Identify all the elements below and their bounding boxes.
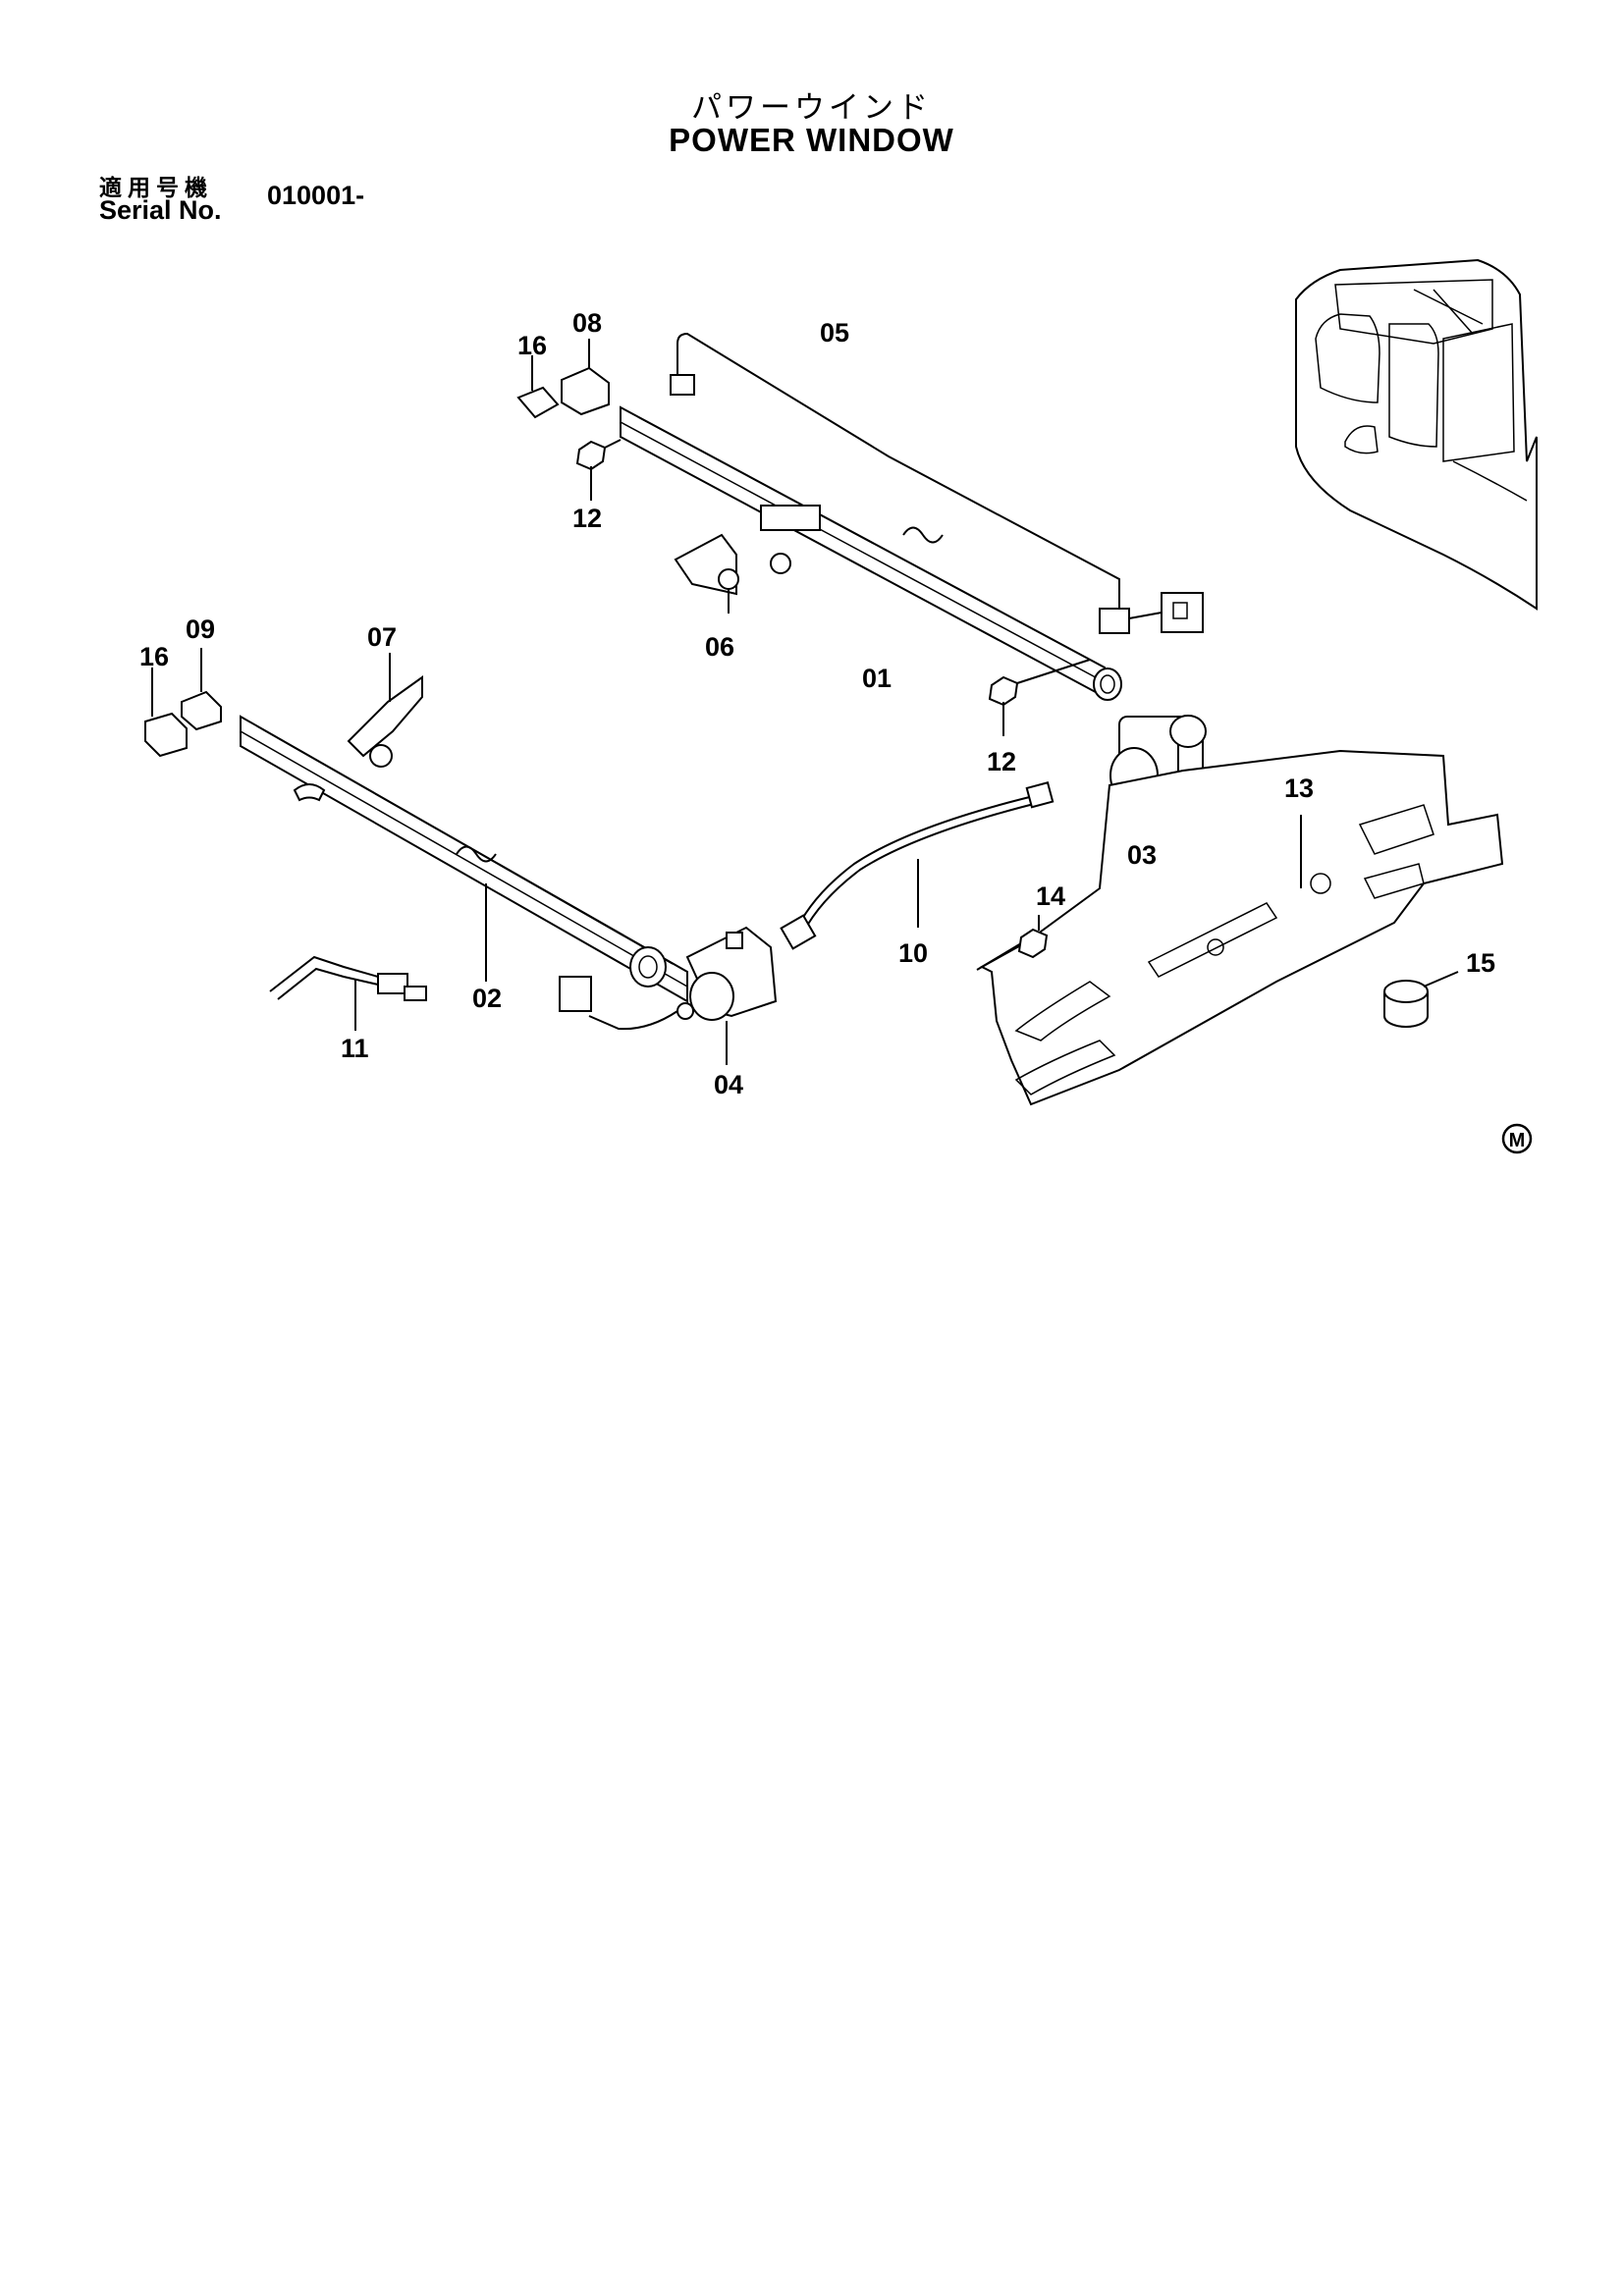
callout-12-lower: 12 — [987, 747, 1016, 776]
callout-08: 08 — [572, 308, 602, 338]
part-16-clip-lower — [144, 667, 188, 758]
serial-label-japanese: 適用号機 — [99, 176, 213, 201]
part-11-handle — [269, 955, 427, 1031]
callout-13: 13 — [1284, 774, 1314, 803]
part-10-cable — [780, 781, 1055, 950]
part-02-lower-rail — [240, 715, 688, 1003]
callout-16-upper: 16 — [517, 331, 547, 360]
part-16-clip-upper — [516, 355, 560, 419]
callout-15: 15 — [1466, 948, 1495, 978]
callout-03: 03 — [1127, 840, 1157, 870]
callout-01: 01 — [862, 664, 892, 693]
title-japanese: パワーウインド — [691, 90, 932, 126]
callout-07: 07 — [367, 622, 397, 652]
serial-value: 010001- — [267, 181, 365, 210]
part-12-screw-upper — [575, 439, 622, 501]
part-15-cushion — [1383, 971, 1459, 1028]
serial-label: Serial No. — [99, 195, 222, 225]
part-05-harness — [670, 332, 1204, 634]
callout-04: 04 — [714, 1070, 743, 1099]
callout-12-upper: 12 — [572, 504, 602, 533]
part-07-bracket — [347, 653, 423, 768]
part-06-bracket — [674, 533, 739, 614]
part-04-bracket — [559, 926, 778, 1065]
title-english: POWER WINDOW — [669, 122, 954, 158]
callout-11: 11 — [341, 1034, 369, 1063]
part-09-clip — [181, 648, 222, 731]
callout-labels: 16 08 05 12 06 01 09 16 07 12 03 13 14 1… — [139, 308, 1495, 1099]
cab-reference-illustration — [1295, 258, 1538, 611]
part-08-cap — [561, 339, 610, 416]
callout-06: 06 — [705, 632, 734, 662]
callout-14: 14 — [1036, 881, 1065, 911]
part-13-plate — [976, 749, 1504, 1106]
m-mark: M — [1501, 1123, 1533, 1154]
part-12-screw-lower — [988, 659, 1091, 736]
callout-02: 02 — [472, 984, 502, 1013]
m-mark-letter: M — [1509, 1130, 1526, 1151]
callout-10: 10 — [898, 938, 928, 968]
callout-05: 05 — [820, 318, 849, 347]
part-01-upper-rail — [620, 405, 1122, 701]
callout-16-lower: 16 — [139, 642, 169, 671]
part-14-screw — [1017, 915, 1049, 959]
callout-09: 09 — [186, 614, 215, 644]
